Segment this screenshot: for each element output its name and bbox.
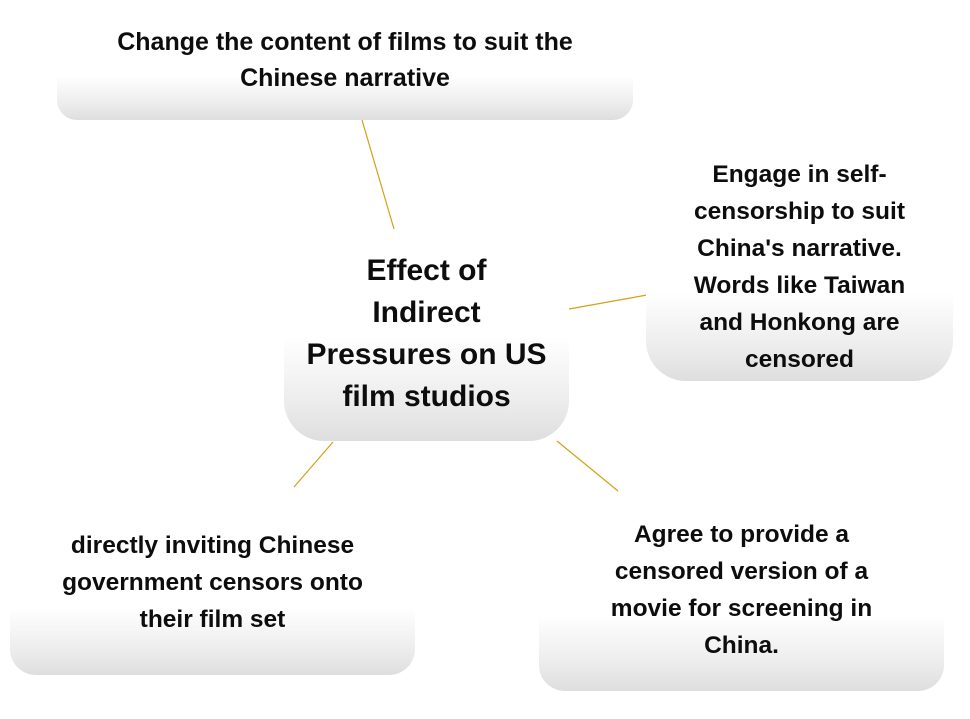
node-top: Change the content of films to suit the …	[57, 28, 633, 120]
node-right-line: Words like Taiwan	[693, 272, 906, 299]
node-top-text: Change the content of films to suit the …	[57, 24, 633, 96]
node-center-line: Indirect	[372, 296, 481, 329]
node-bottom-right: Agree to provide a censored version of a…	[539, 521, 944, 691]
connector-center-top	[361, 119, 395, 230]
connector-center-bottom-left	[293, 441, 334, 488]
node-bottom-right-text: Agree to provide a censored version of a…	[539, 516, 944, 664]
node-right-line: censorship to suit	[693, 198, 905, 225]
node-center-text: Effect of Indirect Pressures on US film …	[284, 250, 569, 418]
node-right-line: Engage in self-	[712, 161, 887, 188]
node-bottom-right-line: censored version of a	[614, 558, 869, 585]
node-top-line: Chinese narrative	[240, 64, 450, 92]
connector-center-bottom-right	[556, 440, 619, 492]
node-center-line: Effect of	[366, 254, 487, 287]
node-right-text: Engage in self- censorship to suit China…	[646, 156, 953, 378]
node-right-line: China's narrative.	[697, 235, 902, 262]
node-bottom-left-line: their film set	[139, 606, 286, 633]
node-right-line: and Honkong are	[699, 309, 900, 336]
node-bottom-right-line: movie for screening in	[610, 595, 873, 622]
node-bottom-right-line: Agree to provide a	[633, 521, 850, 548]
connector-center-right	[568, 294, 648, 310]
node-bottom-left-line: directly inviting Chinese	[70, 532, 355, 559]
node-center-line: film studios	[342, 380, 511, 413]
node-center: Effect of Indirect Pressures on US film …	[284, 250, 569, 441]
node-bottom-left: directly inviting Chinese government cen…	[10, 532, 415, 675]
node-top-line: Change the content of films to suit the	[117, 28, 573, 56]
node-center-line: Pressures on US	[306, 338, 547, 371]
node-bottom-left-line: government censors onto	[62, 569, 363, 596]
node-bottom-right-line: China.	[704, 632, 779, 659]
node-right: Engage in self- censorship to suit China…	[646, 161, 953, 381]
node-bottom-left-text: directly inviting Chinese government cen…	[10, 527, 415, 638]
node-right-line: censored	[745, 346, 854, 373]
